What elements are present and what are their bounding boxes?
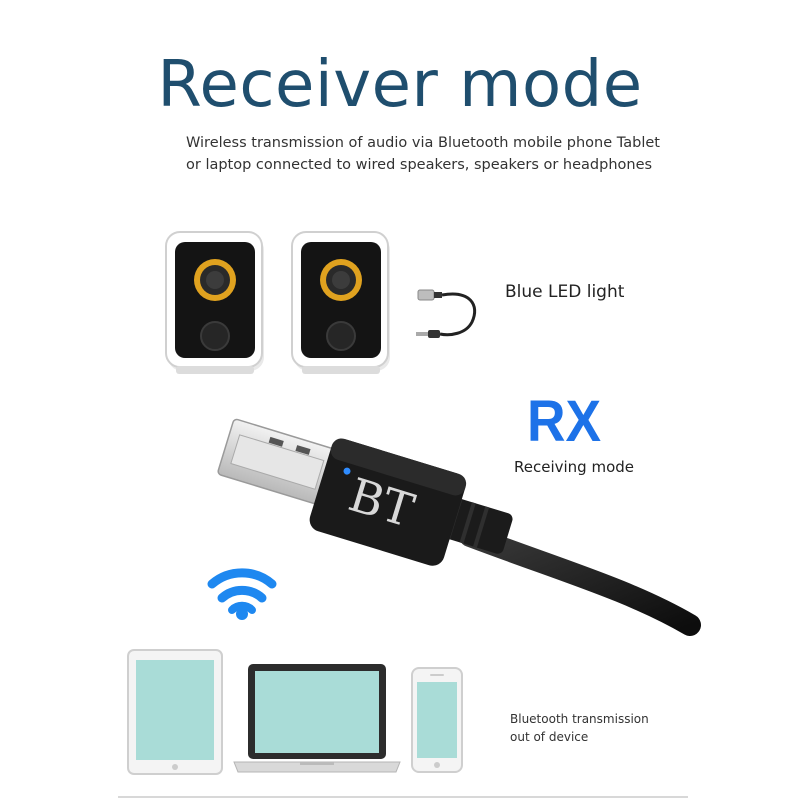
bt-transmission-label: Bluetooth transmission out of device bbox=[510, 710, 649, 746]
receiving-mode-label: Receiving mode bbox=[514, 458, 634, 476]
bt-transmission-line-1: Bluetooth transmission bbox=[510, 712, 649, 726]
speaker-icon bbox=[165, 231, 264, 374]
wifi-icon bbox=[207, 568, 277, 620]
subtitle-line-1: Wireless transmission of audio via Bluet… bbox=[186, 135, 660, 151]
laptop-icon bbox=[233, 664, 401, 773]
phone-icon bbox=[411, 667, 463, 773]
divider bbox=[118, 796, 688, 798]
page-subtitle: Wireless transmission of audio via Bluet… bbox=[186, 132, 706, 176]
usb-dongle-icon: BT bbox=[217, 418, 701, 636]
page-title: Receiver mode bbox=[157, 48, 643, 122]
led-label: Blue LED light bbox=[505, 282, 625, 302]
tablet-icon bbox=[127, 649, 223, 775]
bt-transmission-line-2: out of device bbox=[510, 730, 589, 744]
subtitle-line-2: or laptop connected to wired speakers, s… bbox=[186, 157, 653, 173]
speaker-icon bbox=[291, 231, 390, 374]
rx-label: RX bbox=[527, 389, 602, 454]
audio-cable-icon bbox=[416, 289, 477, 338]
